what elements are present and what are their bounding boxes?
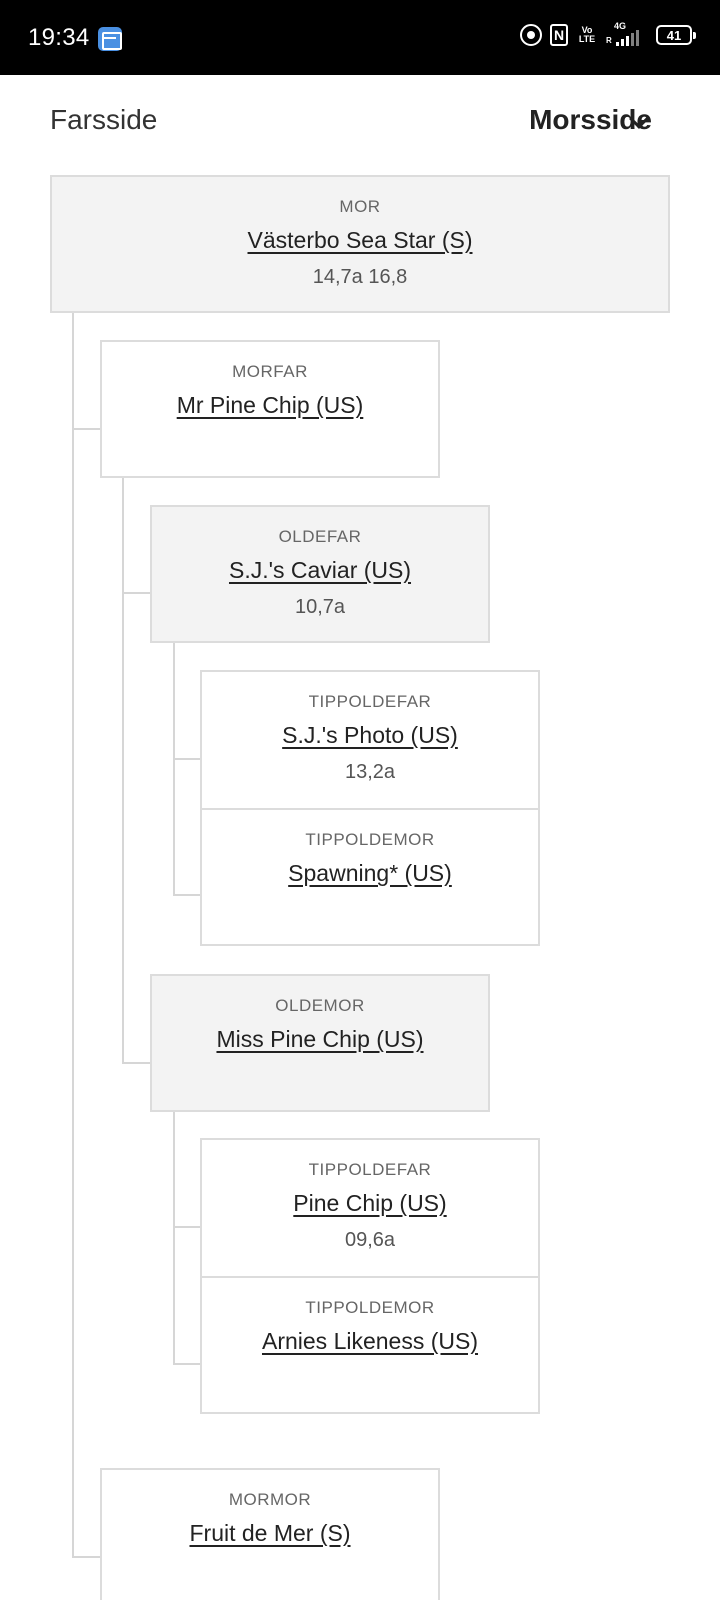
- race-record: 10,7a: [294, 596, 346, 618]
- horse-link-tippoldefar[interactable]: S.J.'s Photo (US): [282, 722, 458, 748]
- role-label: TIPPOLDEMOR: [305, 1298, 435, 1317]
- signal-icon: 4G R: [606, 21, 648, 46]
- connector-line: [173, 1226, 200, 1228]
- nfc-icon: N: [550, 24, 568, 46]
- pedigree-card-mormor: MORMOR Fruit de Mer (S): [100, 1468, 440, 1600]
- connector-line: [173, 1112, 175, 1365]
- connector-line: [122, 1062, 150, 1064]
- role-label: OLDEMOR: [275, 996, 365, 1015]
- horse-link-tippoldemor[interactable]: Arnies Likeness (US): [261, 1328, 479, 1354]
- role-label: MORFAR: [232, 362, 308, 381]
- role-label: TIPPOLDEFAR: [308, 692, 432, 711]
- horse-link-tippoldefar[interactable]: Pine Chip (US): [293, 1190, 447, 1216]
- roaming-indicator: R: [606, 36, 612, 45]
- connector-line: [173, 643, 175, 896]
- status-bar: 19:34 N Vo LTE 4G R 41: [0, 0, 720, 75]
- connector-line: [173, 894, 200, 896]
- tab-morsside[interactable]: Morsside: [529, 104, 652, 135]
- horse-link-tippoldemor[interactable]: Spawning* (US): [288, 860, 452, 886]
- status-time: 19:34: [28, 24, 90, 51]
- role-label: MORMOR: [228, 1490, 312, 1509]
- horse-link-morfar[interactable]: Mr Pine Chip (US): [176, 392, 364, 418]
- pedigree-card-oldefar: OLDEFAR S.J.'s Caviar (US) 10,7a: [150, 505, 490, 643]
- calendar-app-icon: [98, 27, 122, 51]
- role-label: TIPPOLDEMOR: [305, 830, 435, 849]
- race-record: 13,2a: [344, 761, 396, 783]
- role-label: MOR: [339, 197, 381, 216]
- connector-line: [72, 307, 74, 1557]
- connector-line: [122, 478, 124, 1064]
- race-record: 09,6a: [344, 1229, 396, 1251]
- hotspot-icon: [520, 24, 542, 46]
- pedigree-card-tippoldefar: TIPPOLDEFAR Pine Chip (US) 09,6a: [200, 1138, 540, 1278]
- pedigree-card-oldemor: OLDEMOR Miss Pine Chip (US): [150, 974, 490, 1112]
- role-label: TIPPOLDEFAR: [308, 1160, 432, 1179]
- pedigree-card-tippoldefar: TIPPOLDEFAR S.J.'s Photo (US) 13,2a: [200, 670, 540, 810]
- role-label: OLDEFAR: [278, 527, 362, 546]
- connector-line: [173, 758, 200, 760]
- horse-link-mor[interactable]: Västerbo Sea Star (S): [247, 227, 473, 253]
- connector-line: [173, 1363, 200, 1365]
- horse-link-oldefar[interactable]: S.J.'s Caviar (US): [228, 557, 412, 583]
- pedigree-card-morfar: MORFAR Mr Pine Chip (US): [100, 340, 440, 478]
- status-icons: N Vo LTE 4G R 41: [520, 21, 696, 46]
- pedigree-card-tippoldemor: TIPPOLDEMOR Spawning* (US): [200, 808, 540, 946]
- connector-line: [122, 592, 150, 594]
- pedigree-card-mor: MOR Västerbo Sea Star (S) 14,7a 16,8: [50, 175, 670, 313]
- volte-icon: Vo LTE: [578, 25, 596, 44]
- connector-line: [72, 1556, 100, 1558]
- horse-link-oldemor[interactable]: Miss Pine Chip (US): [216, 1026, 424, 1052]
- signal-bars: [616, 28, 639, 46]
- connector-line: [72, 428, 100, 430]
- battery-icon: 41: [656, 25, 696, 45]
- pedigree-card-tippoldemor: TIPPOLDEMOR Arnies Likeness (US): [200, 1276, 540, 1414]
- race-record: 14,7a 16,8: [312, 266, 408, 288]
- tab-farsside[interactable]: Farsside: [50, 104, 158, 135]
- horse-link-mormor[interactable]: Fruit de Mer (S): [189, 1520, 351, 1546]
- network-type: 4G: [614, 21, 627, 31]
